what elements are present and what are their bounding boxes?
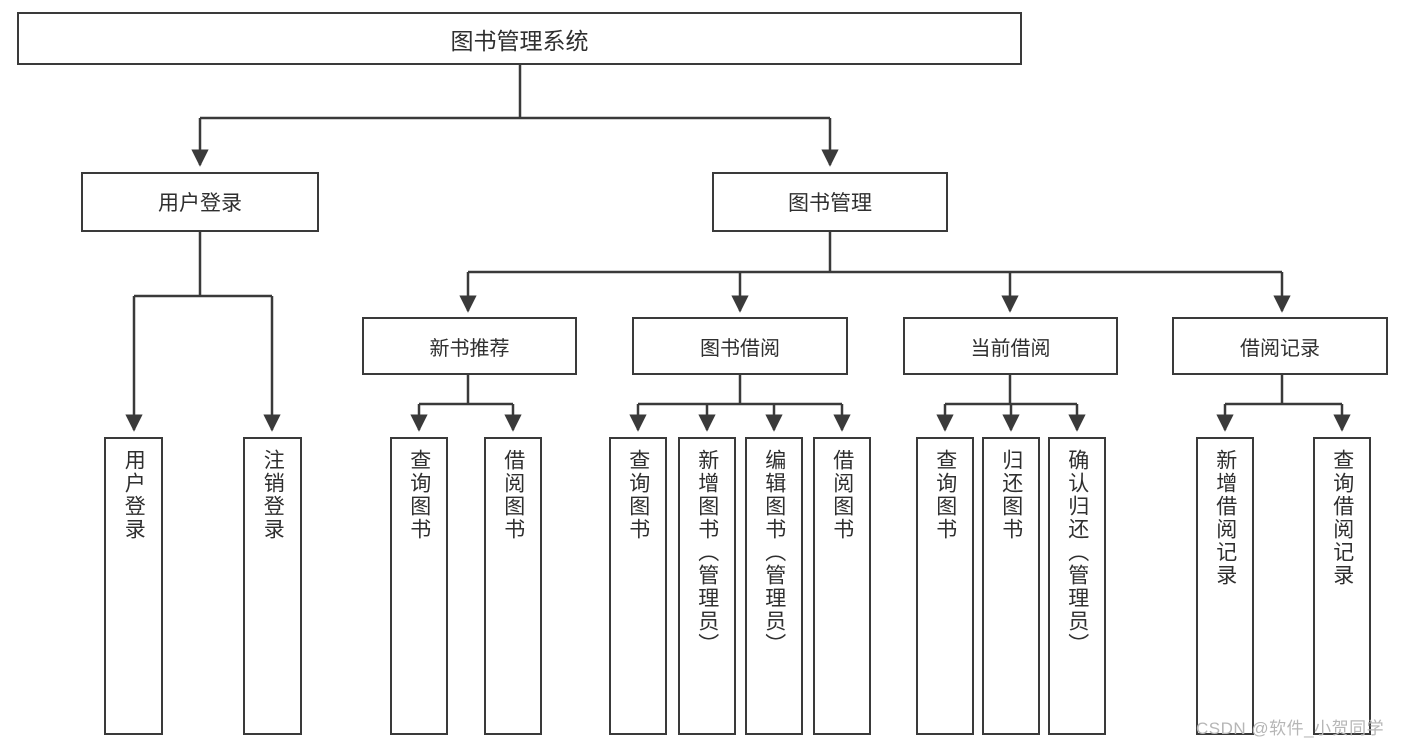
leaf-edit-book-admin[interactable]: 编辑图书（管理员） bbox=[745, 437, 803, 735]
leaf-query-book-borrow[interactable]: 查询图书 bbox=[609, 437, 667, 735]
node-label: 查询图书 bbox=[407, 449, 431, 541]
node-label: 图书管理系统 bbox=[450, 27, 589, 54]
node-new-book-recommend[interactable]: 新书推荐 bbox=[362, 317, 577, 375]
csdn-watermark: CSDN @软件_小贺同学 bbox=[1196, 719, 1385, 738]
node-label: 用户登录 bbox=[122, 449, 146, 541]
leaf-query-borrow-record[interactable]: 查询借阅记录 bbox=[1313, 437, 1371, 735]
node-label: 借阅图书 bbox=[830, 449, 854, 541]
node-root-system[interactable]: 图书管理系统 bbox=[17, 12, 1022, 65]
node-label: 图书借阅 bbox=[700, 337, 780, 360]
node-label: 查询借阅记录 bbox=[1330, 449, 1354, 587]
node-user-login[interactable]: 用户登录 bbox=[81, 172, 319, 232]
node-label: 新增借阅记录 bbox=[1213, 449, 1237, 587]
node-label: 查询图书 bbox=[933, 449, 957, 541]
node-book-management[interactable]: 图书管理 bbox=[712, 172, 948, 232]
leaf-borrow-book[interactable]: 借阅图书 bbox=[813, 437, 871, 735]
node-label: 归还图书 bbox=[999, 449, 1023, 541]
node-label: 注销登录 bbox=[261, 449, 285, 541]
leaf-query-book-current[interactable]: 查询图书 bbox=[916, 437, 974, 735]
node-label: 编辑图书（管理员） bbox=[762, 449, 786, 656]
node-label: 借阅图书 bbox=[501, 449, 525, 541]
node-label: 确认归还（管理员） bbox=[1065, 449, 1089, 656]
node-label: 查询图书 bbox=[626, 449, 650, 541]
leaf-user-logout[interactable]: 注销登录 bbox=[243, 437, 302, 735]
node-label: 图书管理 bbox=[788, 192, 872, 215]
node-borrow-record[interactable]: 借阅记录 bbox=[1172, 317, 1388, 375]
leaf-confirm-return-admin[interactable]: 确认归还（管理员） bbox=[1048, 437, 1106, 735]
node-label: 新增图书（管理员） bbox=[695, 449, 719, 656]
leaf-add-borrow-record[interactable]: 新增借阅记录 bbox=[1196, 437, 1254, 735]
leaf-query-book-recommend[interactable]: 查询图书 bbox=[390, 437, 448, 735]
leaf-borrow-book-recommend[interactable]: 借阅图书 bbox=[484, 437, 542, 735]
leaf-add-book-admin[interactable]: 新增图书（管理员） bbox=[678, 437, 736, 735]
node-label: 新书推荐 bbox=[429, 337, 510, 360]
node-book-borrow[interactable]: 图书借阅 bbox=[632, 317, 848, 375]
leaf-user-login[interactable]: 用户登录 bbox=[104, 437, 163, 735]
node-label: 用户登录 bbox=[158, 192, 242, 215]
node-label: 当前借阅 bbox=[970, 337, 1051, 360]
leaf-return-book[interactable]: 归还图书 bbox=[982, 437, 1040, 735]
node-current-borrow[interactable]: 当前借阅 bbox=[903, 317, 1118, 375]
node-label: 借阅记录 bbox=[1240, 337, 1320, 360]
